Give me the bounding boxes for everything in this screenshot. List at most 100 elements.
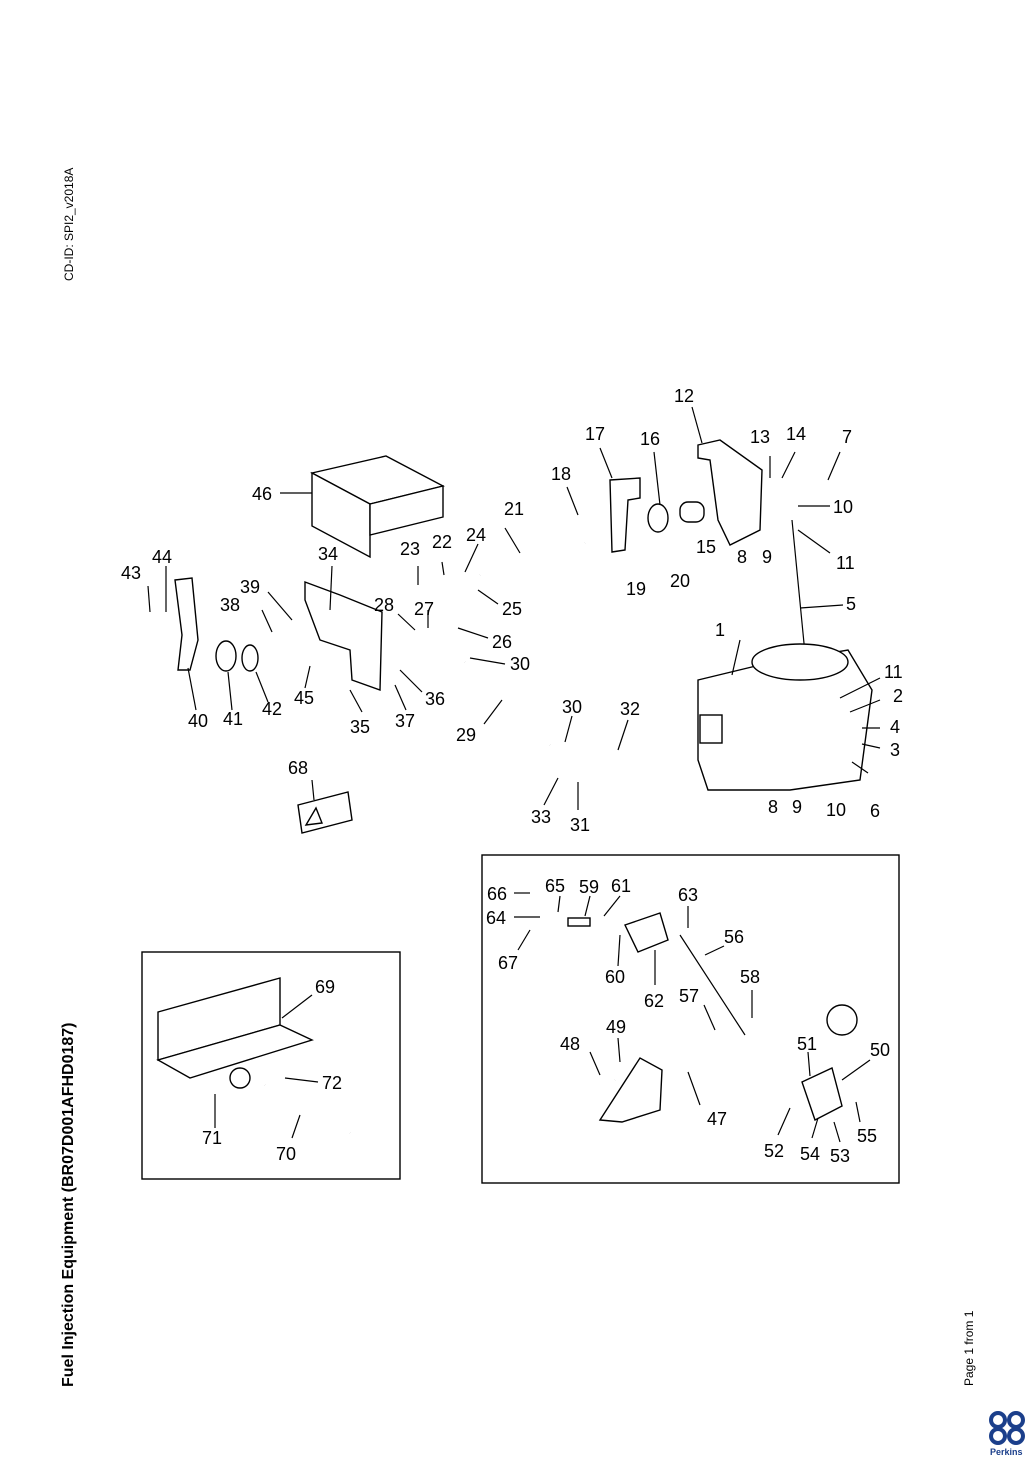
callout-67: 67	[498, 953, 518, 973]
callout-50: 50	[870, 1040, 890, 1060]
callout-18: 18	[551, 464, 571, 484]
callout-39: 39	[240, 577, 260, 597]
clamp-fitting-part	[229, 1067, 251, 1089]
callout-56: 56	[724, 927, 744, 947]
callout-9: 9	[762, 547, 772, 567]
callout-33: 33	[531, 807, 551, 827]
callout-70: 70	[276, 1144, 296, 1164]
callout-30-lower: 30	[562, 697, 582, 717]
callout-1: 1	[715, 620, 725, 640]
callout-37: 37	[395, 711, 415, 731]
callout-28: 28	[374, 595, 394, 615]
callout-66: 66	[487, 884, 507, 904]
callout-3: 3	[890, 740, 900, 760]
callout-40: 40	[188, 711, 208, 731]
callout-4: 4	[890, 717, 900, 737]
callout-48: 48	[560, 1034, 580, 1054]
callout-53: 53	[830, 1146, 850, 1166]
shaft-end-bush-part	[826, 1004, 858, 1036]
perkins-logo-icon	[989, 1411, 1025, 1445]
callout-72: 72	[322, 1073, 342, 1093]
callout-14: 14	[786, 424, 806, 444]
callout-30: 30	[510, 654, 530, 674]
callout-38: 38	[220, 595, 240, 615]
callout-60: 60	[605, 967, 625, 987]
shaft-lever-part	[598, 1057, 663, 1123]
callout-8: 8	[737, 547, 747, 567]
callout-32: 32	[620, 699, 640, 719]
callout-27: 27	[414, 599, 434, 619]
callout-35: 35	[350, 717, 370, 737]
callout-7: 7	[842, 427, 852, 447]
callout-59: 59	[579, 877, 599, 897]
callout-labels: 1 2 3 4 5 6 7 8 9 10 11 12 13 14 15 16 1…	[121, 386, 903, 1166]
callout-8-lower: 8	[768, 797, 778, 817]
throttle-lever-part	[609, 477, 641, 553]
cover-plate-50-part	[801, 1067, 843, 1121]
injection-pump-part	[697, 643, 873, 791]
stop-lever-part	[174, 577, 199, 671]
governor-lever-part	[624, 912, 669, 953]
callout-46: 46	[252, 484, 272, 504]
callout-45: 45	[294, 688, 314, 708]
callout-36: 36	[425, 689, 445, 709]
callout-62: 62	[644, 991, 664, 1011]
callout-15: 15	[696, 537, 716, 557]
callout-6: 6	[870, 801, 880, 821]
pump-bracket-part	[697, 439, 763, 546]
callout-69: 69	[315, 977, 335, 997]
callout-17: 17	[585, 424, 605, 444]
mounting-bracket-part	[304, 580, 383, 691]
callout-64: 64	[486, 908, 506, 928]
warning-decal-part	[297, 791, 353, 834]
callout-57: 57	[679, 986, 699, 1006]
leader-lines	[147, 406, 881, 1143]
callout-23: 23	[400, 539, 420, 559]
link-rod-56-part	[679, 934, 746, 1036]
callout-71: 71	[202, 1128, 222, 1148]
callout-61: 61	[611, 876, 631, 896]
callout-11-lower: 11	[884, 662, 903, 682]
callout-47: 47	[707, 1109, 727, 1129]
callout-16: 16	[640, 429, 660, 449]
callout-68: 68	[288, 758, 308, 778]
callout-42: 42	[262, 699, 282, 719]
callout-24: 24	[466, 525, 486, 545]
callout-12: 12	[674, 386, 694, 406]
callout-26: 26	[492, 632, 512, 652]
callout-13: 13	[750, 427, 770, 447]
callout-25: 25	[502, 599, 522, 619]
spacer-sleeve-part	[679, 501, 705, 523]
callout-65: 65	[545, 876, 565, 896]
callout-49: 49	[606, 1017, 626, 1037]
callout-54: 54	[800, 1144, 820, 1164]
callout-11: 11	[836, 553, 855, 573]
return-spring-part	[215, 640, 259, 672]
callout-34: 34	[318, 544, 338, 564]
angle-bracket-part	[156, 977, 314, 1079]
callout-2: 2	[893, 686, 903, 706]
lever-spring-part	[647, 503, 669, 533]
callout-19: 19	[626, 579, 646, 599]
callout-22: 22	[432, 532, 452, 552]
callout-55: 55	[857, 1126, 877, 1146]
callout-9-lower: 9	[792, 797, 802, 817]
callout-31: 31	[570, 815, 590, 835]
callout-41: 41	[223, 709, 243, 729]
callout-44: 44	[152, 547, 172, 567]
cover-plate-part	[310, 455, 445, 559]
callout-63: 63	[678, 885, 698, 905]
brand-name: Perkins	[990, 1447, 1023, 1457]
callout-29: 29	[456, 725, 476, 745]
adjuster-bolt-part	[567, 917, 591, 927]
callout-10-lower: 10	[826, 800, 846, 820]
callout-10: 10	[833, 497, 853, 517]
callout-51: 51	[797, 1034, 817, 1054]
callout-52: 52	[764, 1141, 784, 1161]
callout-20: 20	[670, 571, 690, 591]
callout-5: 5	[846, 594, 856, 614]
inset-frame-throttle-shaft	[481, 854, 900, 1184]
callout-21: 21	[504, 499, 524, 519]
inset-frame-bracket	[141, 951, 401, 1180]
